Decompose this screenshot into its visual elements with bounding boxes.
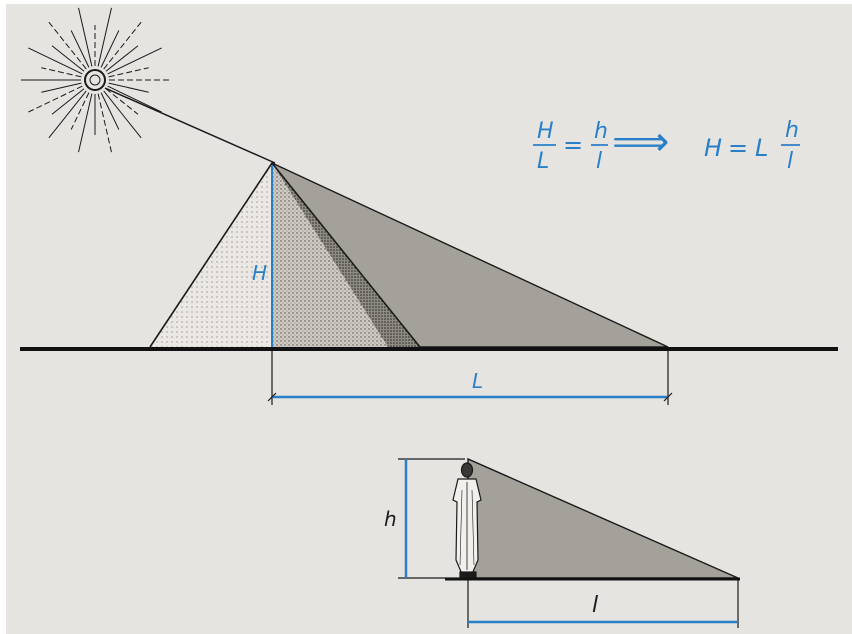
sun-ray: [51, 88, 85, 115]
formula-result-frac-num: h: [785, 118, 799, 143]
sun-ray: [78, 7, 93, 67]
pyramid-shadow-label: L: [472, 369, 483, 393]
sun-ray: [51, 45, 85, 72]
sun-ray: [70, 92, 90, 130]
sun-ray: [41, 82, 82, 93]
sun-ray: [108, 67, 149, 78]
sun-ray: [107, 85, 162, 113]
person-height-dimension: [398, 458, 465, 579]
sun-ray: [41, 67, 82, 78]
formula-implies-arrow: ⟹: [612, 119, 669, 165]
similarity-formula: H L = h l ⟹ H = L h l: [533, 118, 800, 174]
person-shadow-dimension: [467, 580, 739, 628]
sun-ray: [97, 7, 112, 67]
formula-frac-left-den: L: [537, 149, 549, 174]
sun-ray: [105, 88, 139, 115]
sun-ray: [103, 90, 142, 139]
formula-result-L: L: [755, 134, 768, 162]
sun-ray: [28, 85, 83, 113]
sun-ray: [48, 21, 87, 70]
sun-ray: [100, 30, 120, 68]
formula-result-lhs: H: [704, 134, 722, 162]
sun-ray: [100, 92, 120, 130]
formula-frac-right-den: l: [596, 149, 602, 174]
sun-ray: [108, 82, 149, 93]
sun-ray: [107, 47, 162, 75]
sun-ray: [48, 90, 87, 139]
formula-result-frac-den: l: [787, 149, 793, 174]
person-height-label: h: [384, 507, 397, 531]
sun-ray: [105, 45, 139, 72]
sun-ray-line: [104, 87, 276, 164]
sun-ray: [103, 21, 142, 70]
sun-ray: [97, 93, 112, 153]
formula-frac-right-num: h: [594, 119, 608, 144]
pyramid-height-label: H: [252, 261, 267, 285]
pyramid-shadow-dimension: [267, 351, 673, 405]
sun-ray: [70, 30, 90, 68]
sun-ray: [78, 93, 93, 153]
sun-ray: [28, 47, 83, 75]
formula-frac-left-num: H: [537, 119, 554, 144]
person-shadow: [467, 457, 739, 579]
sun-icon: [21, 7, 169, 153]
person-shadow-label: l: [592, 593, 598, 618]
formula-equals-2: =: [728, 134, 748, 162]
formula-equals-1: =: [563, 131, 583, 159]
person-figure-icon: [452, 462, 482, 578]
